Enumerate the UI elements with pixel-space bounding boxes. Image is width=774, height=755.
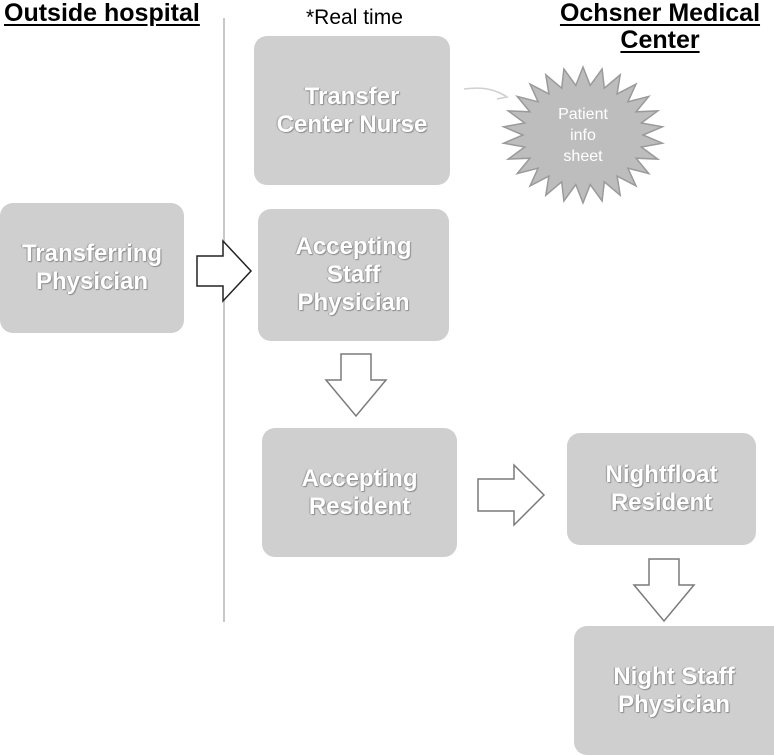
arrow-right-1 <box>196 239 253 303</box>
accepting-resident-label: Accepting Resident <box>301 464 418 520</box>
patient-info-sheet-label: Patient info sheet <box>558 105 608 165</box>
arrow-down-1 <box>324 353 388 418</box>
accepting-staff-physician-label: Accepting Staff Physician <box>295 233 412 316</box>
accepting-staff-physician-box: Accepting Staff Physician <box>258 209 449 341</box>
column-divider <box>223 18 225 622</box>
real-time-note: *Real time <box>306 6 403 29</box>
nightfloat-resident-box: Nightfloat Resident <box>567 433 756 545</box>
accepting-resident-box: Accepting Resident <box>262 428 457 557</box>
transferring-physician-box: Transferring Physician <box>0 203 184 333</box>
arrow-down-2 <box>632 558 696 623</box>
night-staff-physician-label: Night Staff Physician <box>613 662 735 718</box>
patient-info-sheet-burst: Patient info sheet <box>500 64 666 206</box>
thin-connector-arrow <box>463 87 510 100</box>
night-staff-physician-box: Night Staff Physician <box>574 626 774 755</box>
outside-hospital-header: Outside hospital <box>4 0 200 27</box>
starburst-shape <box>500 64 666 206</box>
nightfloat-resident-label: Nightfloat Resident <box>605 461 718 516</box>
ochsner-header: Ochsner Medical Center <box>559 0 761 54</box>
arrow-right-2 <box>477 463 546 527</box>
transferring-physician-label: Transferring Physician <box>21 240 163 295</box>
transfer-center-nurse-label: Transfer Center Nurse <box>276 82 428 138</box>
transfer-center-nurse-box: Transfer Center Nurse <box>254 36 450 185</box>
